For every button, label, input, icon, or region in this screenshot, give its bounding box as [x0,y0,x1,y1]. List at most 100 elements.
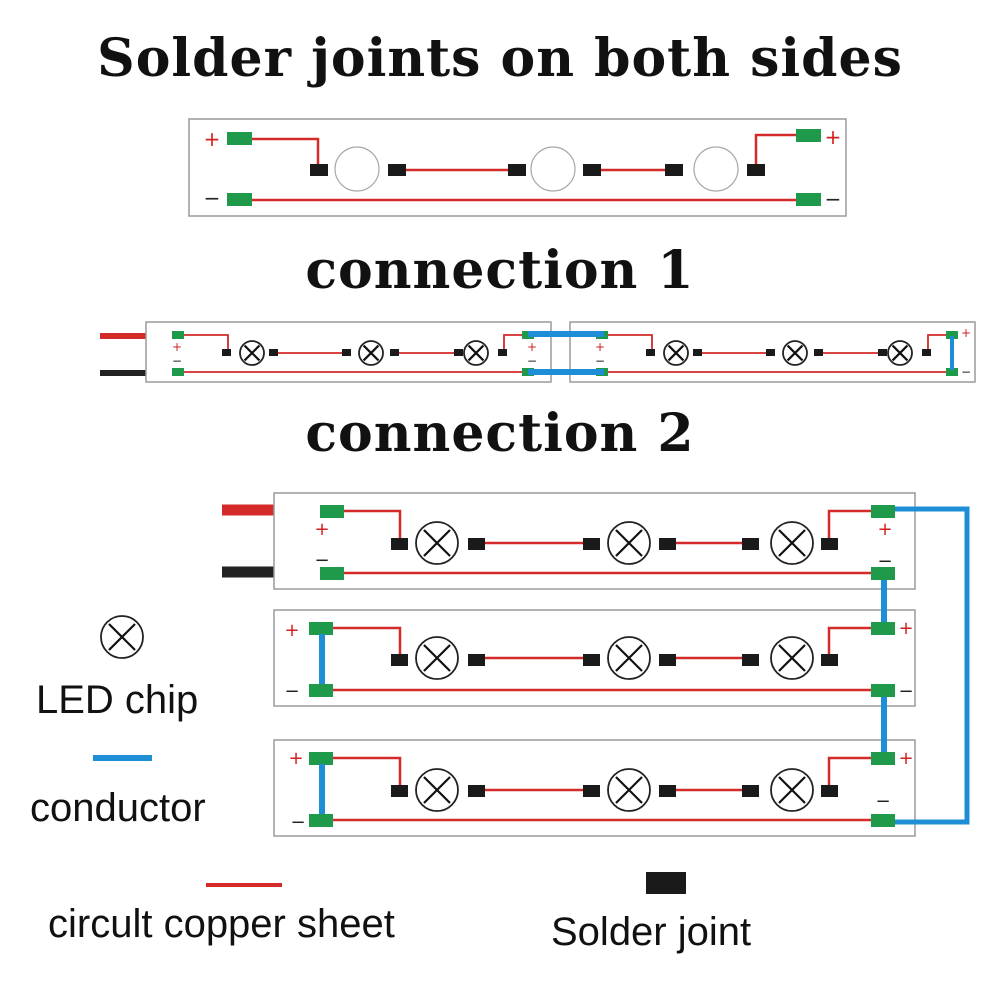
solder-joint-icon [391,654,408,666]
connection-2-title: connection 2 [305,403,695,464]
solder-joint-icon [583,785,600,797]
pad-icon [871,752,895,765]
legend-copper-label: circult copper sheet [48,902,395,946]
pad-icon [309,622,333,635]
solder-joint-icon [468,654,485,666]
copper-trace [754,133,796,166]
solder-joint-icon [922,349,931,356]
led-chip-icon [663,340,689,366]
solder-joint-icon [388,164,406,176]
pad-icon [871,505,895,518]
minus-sign: − [595,354,605,368]
plus-sign: + [898,618,913,639]
pad-icon [871,684,895,697]
led-chip-icon [100,615,144,659]
connection-1-title: connection 1 [305,240,695,301]
led-chip-icon [530,146,576,192]
pad-icon [796,193,821,206]
solder-joint-icon [693,349,702,356]
legend-led-chip-label: LED chip [36,678,199,722]
led-chip-icon [415,636,459,680]
pad-icon [309,752,333,765]
solder-joint-icon [821,654,838,666]
solder-joint-icon [310,164,328,176]
solder-joint-icon [646,872,686,894]
pad-icon [172,368,184,376]
led-chip-icon [334,146,380,192]
copper-trace [608,334,653,352]
pad-icon [871,814,895,827]
led-chip-icon [693,146,739,192]
minus-sign: − [961,365,971,379]
solder-joint-icon [222,349,231,356]
minus-sign: − [290,812,305,833]
solder-joint-icon [468,785,485,797]
pad-icon [309,814,333,827]
solder-joint-icon [878,349,887,356]
solder-joint-icon [821,785,838,797]
main-title: Solder joints on both sides [97,28,903,89]
led-chip-icon [239,340,265,366]
copper-trace [503,334,522,352]
solder-joint-icon [659,654,676,666]
copper-trace [827,509,871,538]
plus-sign: + [898,748,913,769]
solder-joint-icon [821,538,838,550]
minus-sign: − [825,187,842,211]
minus-sign: − [284,681,299,702]
pad-icon [227,132,252,145]
led-chip-icon [782,340,808,366]
plus-sign: + [172,340,182,354]
copper-trace [827,626,871,654]
plus-sign: + [877,519,892,540]
solder-joint-icon [391,785,408,797]
led-chip-icon [887,340,913,366]
solder-joint-icon [766,349,775,356]
minus-sign: − [527,354,537,368]
led-chip-icon [770,768,814,812]
solder-joint-icon [583,654,600,666]
plus-sign: + [314,519,329,540]
led-chip-icon [358,340,384,366]
pad-icon [796,129,821,142]
pad-icon [320,505,344,518]
legend-solder-label: Solder joint [551,910,752,954]
strip-single: +−+− [188,118,847,217]
solder-joint-icon [269,349,278,356]
pad-icon [946,368,958,376]
solder-joint-icon [814,349,823,356]
solder-joint-icon [454,349,463,356]
solder-joint-icon [665,164,683,176]
solder-joint-icon [342,349,351,356]
solder-joint-icon [391,538,408,550]
pad-icon [871,622,895,635]
minus-sign: − [314,550,329,571]
legend-conductor-label: conductor [30,786,206,830]
plus-sign: + [961,326,971,340]
led-chip-icon [607,768,651,812]
solder-joint-icon [747,164,765,176]
solder-joint-icon [508,164,526,176]
led-chip-icon [607,636,651,680]
plus-sign: + [595,340,605,354]
led-chip-icon [607,521,651,565]
solder-joint-icon [390,349,399,356]
copper-trace [827,756,871,785]
solder-joint-icon [659,538,676,550]
led-chip-icon [463,340,489,366]
pad-icon [309,684,333,697]
plus-sign: + [825,125,842,149]
legend-symbols [93,615,686,894]
plus-sign: + [284,620,299,641]
pad-icon [227,193,252,206]
pad-icon [172,331,184,339]
copper-trace [333,626,402,654]
connection-2-diagram: +−+−+−+−+−+− [222,492,970,837]
solder-joint-icon [742,538,759,550]
plus-sign: + [527,340,537,354]
solder-joint-icon [583,538,600,550]
solder-joint-icon [498,349,507,356]
conductor-icon [895,506,970,825]
pad-icon [320,567,344,580]
